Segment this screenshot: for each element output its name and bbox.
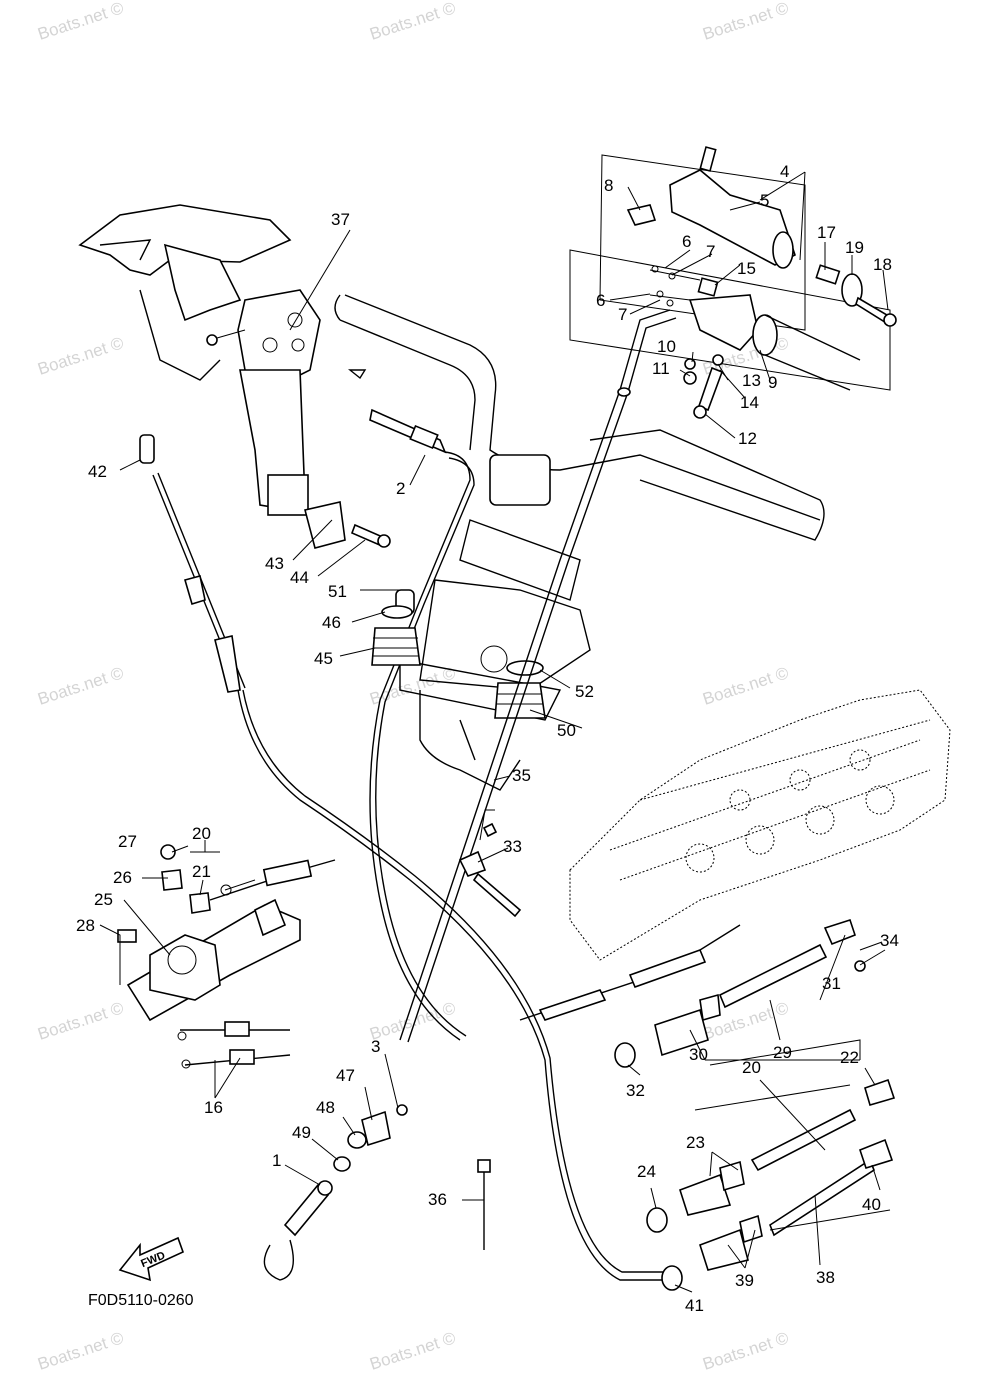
callout-label: 21 — [192, 862, 211, 881]
callout-label: 38 — [816, 1268, 835, 1287]
callout-label: 29 — [773, 1043, 792, 1062]
callout-label: 7 — [706, 242, 715, 261]
callout-label: 40 — [862, 1195, 881, 1214]
engine-block — [569, 689, 951, 961]
fwd-arrow: FWD — [118, 1236, 185, 1282]
callout-label: 17 — [817, 223, 836, 242]
steering-cable-part-1 — [237, 689, 670, 1281]
callout-label: 25 — [94, 890, 113, 909]
watermark: Boats.net © — [35, 0, 126, 44]
throttle-bracket-assembly — [117, 844, 336, 1069]
callout-label: 48 — [316, 1098, 335, 1117]
watermark: Boats.net © — [367, 663, 458, 709]
callout-label: 30 — [689, 1045, 708, 1064]
callout-label: 31 — [822, 974, 841, 993]
callout-label: 28 — [76, 916, 95, 935]
callout-label: 43 — [265, 554, 284, 573]
callout-label: 39 — [735, 1271, 754, 1290]
watermark: Boats.net © — [35, 663, 126, 709]
callout-label: 16 — [204, 1098, 223, 1117]
watermark: Boats.net © — [700, 663, 791, 709]
callout-label: 20 — [192, 824, 211, 843]
cable-fittings-lower — [519, 918, 896, 1291]
watermark: Boats.net © — [700, 0, 791, 44]
callout-label: 32 — [626, 1081, 645, 1100]
callout-label: 19 — [845, 238, 864, 257]
callout-label: 13 — [742, 371, 761, 390]
throttle-lever-part-37 — [78, 204, 321, 516]
watermark: Boats.net © — [35, 333, 126, 379]
callout-label: 46 — [322, 613, 341, 632]
callout-label: 9 — [768, 373, 777, 392]
callout-label: 35 — [512, 766, 531, 785]
callout-label: 3 — [371, 1037, 380, 1056]
watermark: Boats.net © — [367, 1328, 458, 1374]
callout-label: 51 — [328, 582, 347, 601]
callout-label: 44 — [290, 568, 309, 587]
callout-label: 14 — [740, 393, 759, 412]
handlebar-assembly — [334, 294, 825, 791]
callout-label: 41 — [685, 1296, 704, 1315]
callout-label: 42 — [88, 462, 107, 481]
boot-part-50 — [494, 660, 546, 719]
callout-label: 52 — [575, 682, 594, 701]
callout-label: 1 — [272, 1151, 281, 1170]
boot-part-45 — [371, 589, 421, 666]
callout-label: 2 — [396, 479, 405, 498]
callout-label: 20 — [742, 1058, 761, 1077]
callout-label: 36 — [428, 1190, 447, 1209]
callout-label: 26 — [113, 868, 132, 887]
callout-label: 33 — [503, 837, 522, 856]
cable-part-42 — [139, 434, 246, 693]
diagram-code: F0D5110-0260 — [88, 1292, 194, 1309]
callout-label: 7 — [618, 305, 627, 324]
callout-label: 22 — [840, 1048, 859, 1067]
watermark: Boats.net © — [700, 1328, 791, 1374]
throttle-cable-part-2 — [369, 408, 475, 1041]
leader-lines — [99, 171, 889, 1293]
callout-labels: 1 2 3 4 5 6 6 7 7 8 9 10 11 12 13 14 15 … — [76, 162, 899, 1315]
callout-label: 49 — [292, 1123, 311, 1142]
callout-label: 8 — [604, 176, 613, 195]
callout-label: 15 — [737, 259, 756, 278]
watermark: Boats.net © — [35, 998, 126, 1044]
steering-cable-column — [399, 309, 677, 1043]
callout-label: 27 — [118, 832, 137, 851]
callout-label: 5 — [760, 191, 769, 210]
callout-label: 18 — [873, 255, 892, 274]
callout-label: 12 — [738, 429, 757, 448]
callout-label: 47 — [336, 1066, 355, 1085]
callout-label: 24 — [637, 1162, 656, 1181]
callout-label: 6 — [596, 291, 605, 310]
bracket-part-43 — [304, 501, 391, 549]
callout-label: 45 — [314, 649, 333, 668]
watermark: Boats.net © — [367, 998, 458, 1044]
callout-label: 37 — [331, 210, 350, 229]
callout-label: 34 — [880, 931, 899, 950]
watermark: Boats.net © — [35, 1328, 126, 1374]
callout-label: 11 — [652, 359, 670, 378]
callout-label: 6 — [682, 232, 691, 251]
callout-label: 50 — [557, 721, 576, 740]
watermark: Boats.net © — [367, 0, 458, 44]
misc-small-parts — [263, 809, 522, 1281]
callout-label: 10 — [657, 337, 676, 356]
callout-label: 4 — [780, 162, 789, 181]
handle-grip-assembly — [569, 146, 897, 419]
callout-label: 23 — [686, 1133, 705, 1152]
